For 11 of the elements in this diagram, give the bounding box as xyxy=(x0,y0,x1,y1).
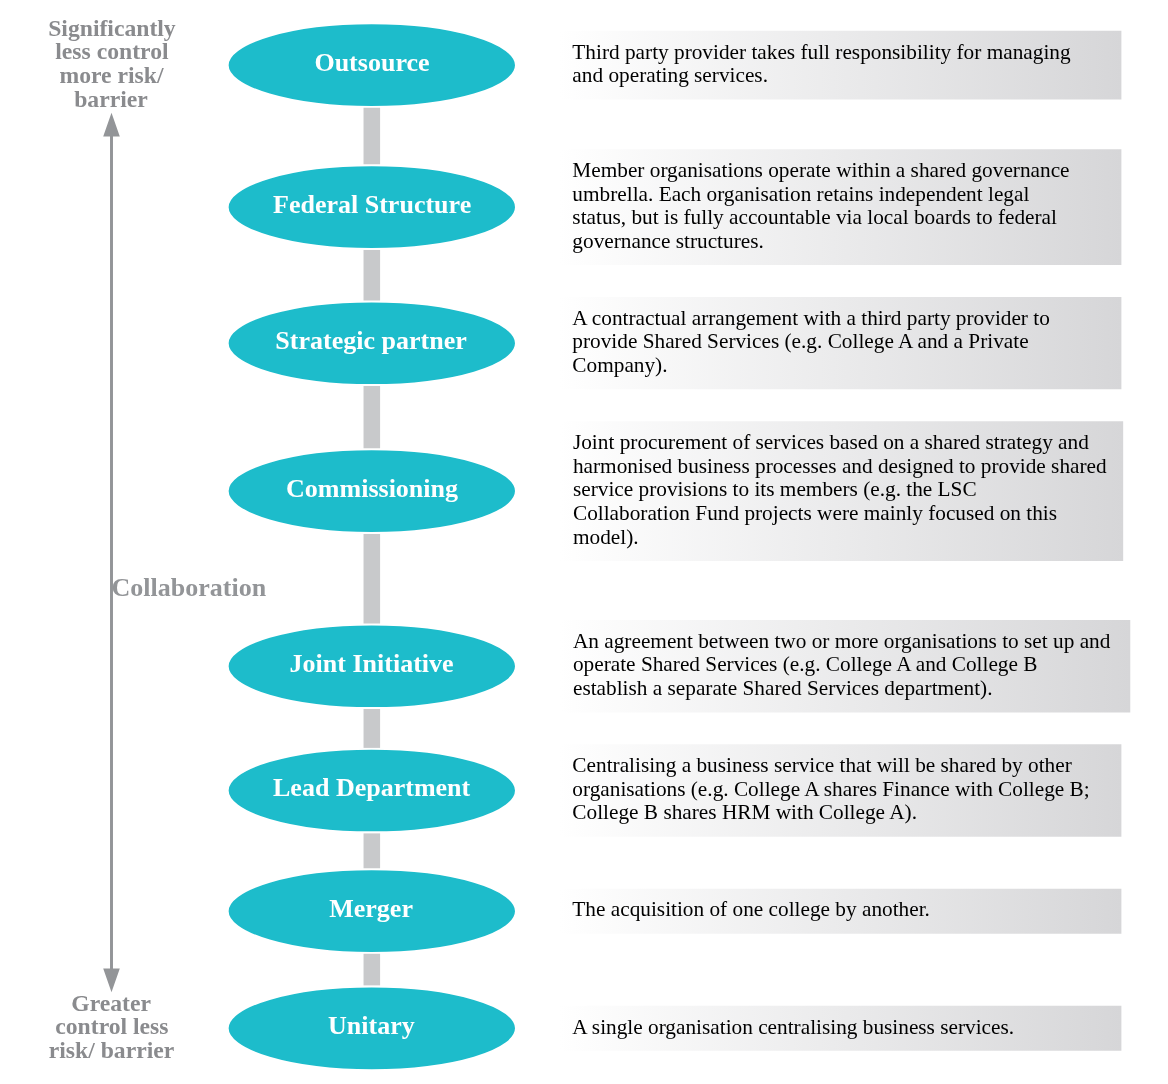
connector xyxy=(363,833,380,869)
arrow xyxy=(102,112,120,993)
connector xyxy=(363,709,380,748)
connector xyxy=(363,953,380,986)
connector xyxy=(363,107,380,165)
connector xyxy=(363,249,380,301)
connector xyxy=(363,534,380,624)
connector xyxy=(363,386,380,449)
node-text: Greater control less risk/ barrier xyxy=(48,989,174,1063)
edge-label: Collaboration xyxy=(111,572,266,602)
node-text: Significantly less control more risk/ barrier xyxy=(47,14,176,112)
